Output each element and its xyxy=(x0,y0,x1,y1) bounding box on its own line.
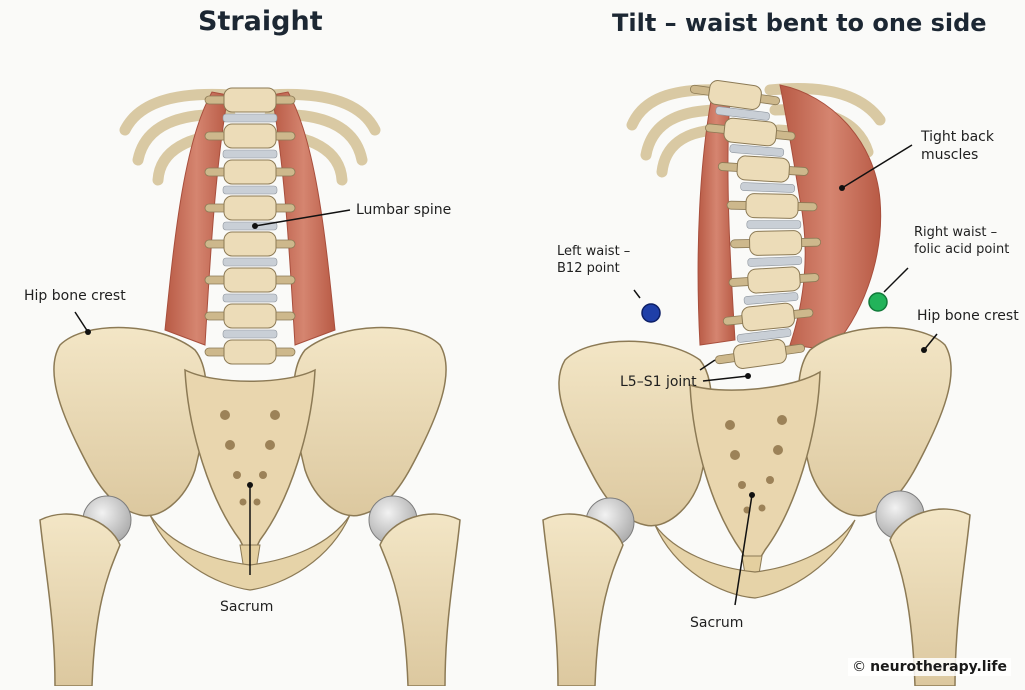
vertebra xyxy=(204,87,296,113)
left-leader-lines xyxy=(74,209,351,575)
label-right-waist-line1: Right waist – xyxy=(914,225,998,240)
left-leader-dots xyxy=(85,223,258,488)
vertebra xyxy=(204,231,296,257)
vertebra xyxy=(204,123,296,149)
label-tight-back-muscles-line1: Tight back xyxy=(921,129,994,145)
vertebra xyxy=(728,266,820,294)
label-left-waist-line2: B12 point xyxy=(557,261,620,276)
intervertebral-disc xyxy=(222,185,278,195)
intervertebral-disc xyxy=(729,144,785,157)
vertebra xyxy=(717,155,809,183)
label-l5-s1-joint: L5–S1 joint xyxy=(620,374,697,390)
left-femur-right xyxy=(379,513,461,687)
right-femur-right xyxy=(889,508,971,687)
right-sacrum xyxy=(689,370,821,574)
label-tight-back-muscles-line2: muscles xyxy=(921,147,979,163)
intervertebral-disc xyxy=(743,292,799,305)
vertebra xyxy=(722,302,814,332)
right-lumbar-spine xyxy=(689,80,822,369)
left-sacrum xyxy=(184,368,316,562)
left-sacral-foramina xyxy=(220,410,280,506)
vertebra xyxy=(204,267,296,293)
left-panel xyxy=(39,87,461,687)
vertebra xyxy=(204,195,296,221)
label-sacrum-left: Sacrum xyxy=(220,599,274,615)
intervertebral-disc xyxy=(747,256,803,267)
vertebra xyxy=(204,303,296,329)
right-femur-left xyxy=(542,513,624,687)
copyright-notice: ©neurotherapy.life xyxy=(848,658,1011,676)
right-sacral-foramina xyxy=(725,415,787,514)
intervertebral-disc xyxy=(736,328,792,343)
vertebra xyxy=(730,230,822,256)
right-panel xyxy=(542,80,971,687)
label-hip-bone-crest-right: Hip bone crest xyxy=(917,308,1019,324)
right-back-muscle-left xyxy=(697,94,736,346)
left-femur-left xyxy=(39,513,121,687)
vertebra xyxy=(726,193,818,219)
left-ilium-right xyxy=(292,326,447,517)
right-pubis xyxy=(654,519,856,599)
intervertebral-disc xyxy=(222,257,278,267)
intervertebral-disc xyxy=(715,106,770,121)
intervertebral-disc xyxy=(222,293,278,303)
vertebra xyxy=(714,339,806,369)
label-hip-bone-crest-left: Hip bone crest xyxy=(24,288,126,304)
label-lumbar-spine: Lumbar spine xyxy=(356,202,452,218)
vertebra xyxy=(689,80,781,110)
vertebra xyxy=(705,117,796,147)
right-waist-folic-acid-point xyxy=(868,292,888,312)
right-leader-dots xyxy=(745,185,927,498)
label-left-waist-line1: Left waist – xyxy=(557,244,631,259)
right-ilium-right xyxy=(797,326,952,517)
label-right-waist-line2: folic acid point xyxy=(914,242,1010,257)
intervertebral-disc xyxy=(222,149,278,159)
left-ilium-left xyxy=(53,326,208,517)
label-sacrum-right: Sacrum xyxy=(690,615,744,631)
intervertebral-disc xyxy=(746,220,802,229)
left-lumbar-spine xyxy=(204,87,296,365)
intervertebral-disc xyxy=(222,113,278,123)
copyright-symbol: © xyxy=(852,659,867,675)
intervertebral-disc xyxy=(740,182,795,193)
vertebra xyxy=(204,339,296,365)
panel-title-straight: Straight xyxy=(198,6,323,37)
intervertebral-disc xyxy=(222,329,278,339)
copyright-text: neurotherapy.life xyxy=(870,659,1007,675)
right-leader-lines xyxy=(633,144,938,606)
right-ilium-left xyxy=(558,340,713,527)
left-back-muscle-left xyxy=(164,91,229,346)
left-waist-b12-point xyxy=(641,303,661,323)
panel-title-tilt: Tilt – waist bent to one side xyxy=(612,9,987,37)
vertebra xyxy=(204,159,296,185)
